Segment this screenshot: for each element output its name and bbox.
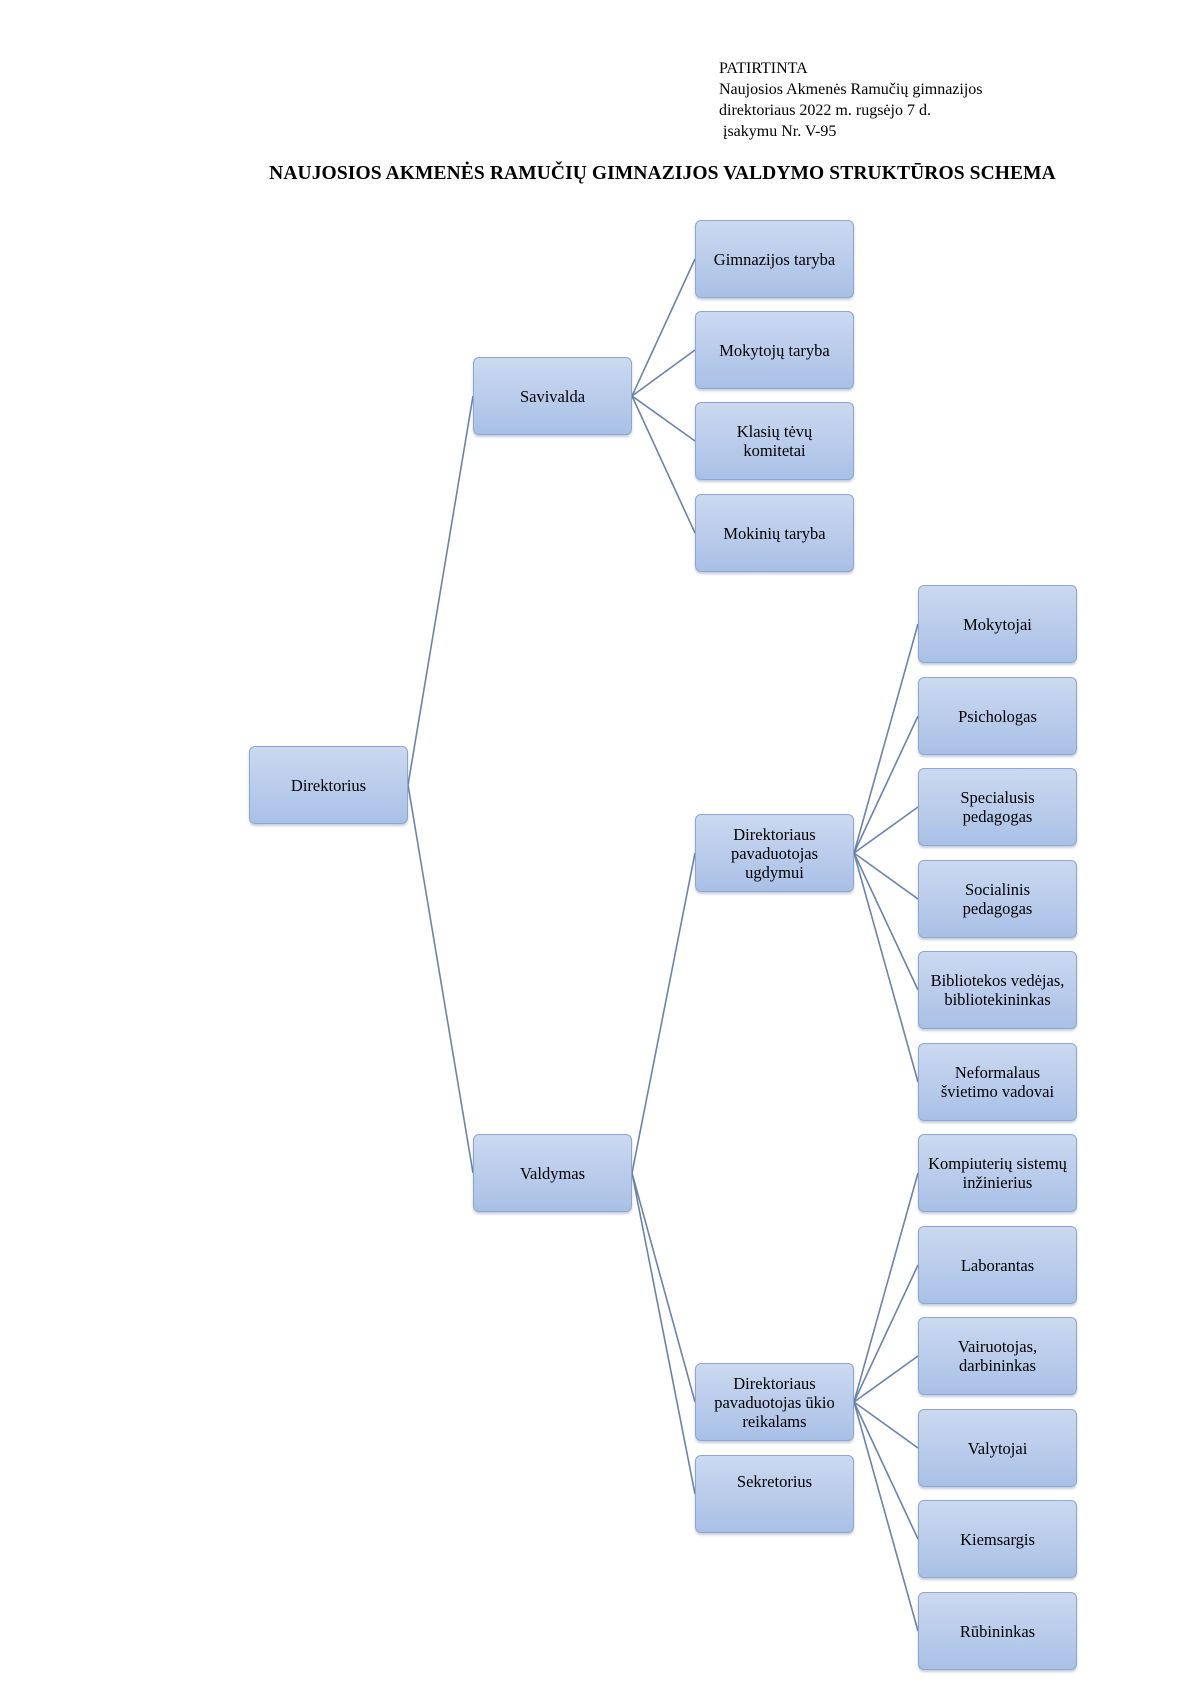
edge-direktorius-valdymas	[407, 784, 474, 1174]
node-psichologas[interactable]: Psichologas	[918, 677, 1077, 755]
node-pavaduotojas-ugdymui[interactable]: Direktoriaus pavaduotojas ugdymui	[695, 814, 854, 892]
edge-ugdymui-bibliotekos	[853, 852, 919, 991]
node-direktorius[interactable]: Direktorius	[249, 746, 408, 824]
node-mokiniu-taryba[interactable]: Mokinių taryba	[695, 494, 854, 572]
node-rubininkas[interactable]: Rūbininkas	[918, 1592, 1077, 1670]
node-klasiu-tevu-komitetai[interactable]: Klasių tėvų komitetai	[695, 402, 854, 480]
edge-ugdymui-psichologas	[853, 715, 919, 854]
node-vairuotojas[interactable]: Vairuotojas, darbininkas	[918, 1317, 1077, 1395]
edge-ukio-vairuotojas	[853, 1355, 919, 1403]
node-label: Laborantas	[960, 1255, 1035, 1275]
node-label: Mokinių taryba	[723, 523, 826, 543]
node-pavaduotojas-ukio[interactable]: Direktoriaus pavaduotojas ūkio reikalams	[695, 1363, 854, 1441]
node-laborantas[interactable]: Laborantas	[918, 1226, 1077, 1304]
edge-savivalda-mokytoju-taryba	[631, 349, 696, 397]
page-title: NAUJOSIOS AKMENĖS RAMUČIŲ GIMNAZIJOS VAL…	[269, 163, 1056, 184]
node-label: Kiemsargis	[960, 1529, 1035, 1549]
node-label: Direktoriaus pavaduotojas ūkio reikalams	[714, 1373, 835, 1431]
edge-ugdymui-neformalaus	[853, 852, 919, 1083]
node-label: Mokytojai	[963, 614, 1032, 634]
node-socialinis-pedagogas[interactable]: Socialinis pedagogas	[918, 860, 1077, 938]
node-label: Sekretorius	[736, 1472, 813, 1491]
edge-ugdymui-specialusis	[853, 806, 919, 854]
approval-stamp: PATIRTINTA Naujosios Akmenės Ramučių gim…	[719, 58, 983, 142]
node-label: Kompiuterių sistemų inžinierius	[928, 1154, 1067, 1192]
node-kiemsargis[interactable]: Kiemsargis	[918, 1500, 1077, 1578]
approval-line-2: Naujosios Akmenės Ramučių gimnazijos	[719, 81, 983, 98]
node-label: Specialusis pedagogas	[960, 788, 1035, 826]
approval-line-3: direktoriaus 2022 m. rugsėjo 7 d.	[719, 102, 931, 119]
edge-ugdymui-socialinis	[853, 852, 919, 900]
edge-savivalda-gimnazijos-taryba	[631, 258, 696, 397]
node-label: Vairuotojas, darbininkas	[957, 1337, 1038, 1375]
node-gimnazijos-taryba[interactable]: Gimnazijos taryba	[695, 220, 854, 298]
edge-ukio-valytojai	[853, 1401, 919, 1449]
node-label: Klasių tėvų komitetai	[736, 422, 813, 460]
edge-ukio-kompiuteriu	[853, 1172, 919, 1403]
node-label: Rūbininkas	[959, 1621, 1036, 1641]
node-mokytojai[interactable]: Mokytojai	[918, 585, 1077, 663]
node-bibliotekos-vedejas[interactable]: Bibliotekos vedėjas, bibliotekininkas	[918, 951, 1077, 1029]
node-sekretorius[interactable]: Sekretorius	[695, 1455, 854, 1533]
edge-valdymas-ugdymui	[631, 852, 696, 1174]
node-label: Bibliotekos vedėjas, bibliotekininkas	[930, 971, 1065, 1009]
edge-ugdymui-mokytojai	[853, 623, 919, 854]
node-valytojai[interactable]: Valytojai	[918, 1409, 1077, 1487]
node-label: Gimnazijos taryba	[713, 249, 836, 269]
node-label: Neformalaus švietimo vadovai	[940, 1063, 1055, 1101]
edge-valdymas-ukio	[631, 1172, 696, 1403]
edge-savivalda-klasiu-tevu	[631, 395, 696, 442]
edge-ukio-laborantas	[853, 1264, 919, 1403]
node-valdymas[interactable]: Valdymas	[473, 1134, 632, 1212]
node-label: Direktoriaus pavaduotojas ugdymui	[730, 824, 819, 882]
node-neformalaus-svietimo[interactable]: Neformalaus švietimo vadovai	[918, 1043, 1077, 1121]
edge-direktorius-savivalda	[407, 395, 474, 786]
node-label: Socialinis pedagogas	[962, 880, 1033, 918]
edge-ukio-kiemsargis	[853, 1401, 919, 1540]
node-kompiuteriu-inzinierius[interactable]: Kompiuterių sistemų inžinierius	[918, 1134, 1077, 1212]
approval-line-1: PATIRTINTA	[719, 60, 808, 77]
node-label: Direktorius	[290, 775, 367, 795]
edge-ukio-rubininkas	[853, 1401, 919, 1632]
edge-valdymas-sekretorius	[631, 1172, 696, 1495]
node-label: Savivalda	[519, 386, 586, 406]
approval-line-4: įsakymu Nr. V-95	[719, 123, 837, 140]
node-label: Psichologas	[958, 706, 1037, 726]
node-mokytoju-taryba[interactable]: Mokytojų taryba	[695, 311, 854, 389]
node-label: Valytojai	[967, 1438, 1028, 1458]
node-label: Mokytojų taryba	[719, 340, 830, 360]
edge-savivalda-mokiniu-taryba	[631, 395, 696, 534]
node-specialusis-pedagogas[interactable]: Specialusis pedagogas	[918, 768, 1077, 846]
node-label: Valdymas	[519, 1163, 586, 1183]
node-savivalda[interactable]: Savivalda	[473, 357, 632, 435]
